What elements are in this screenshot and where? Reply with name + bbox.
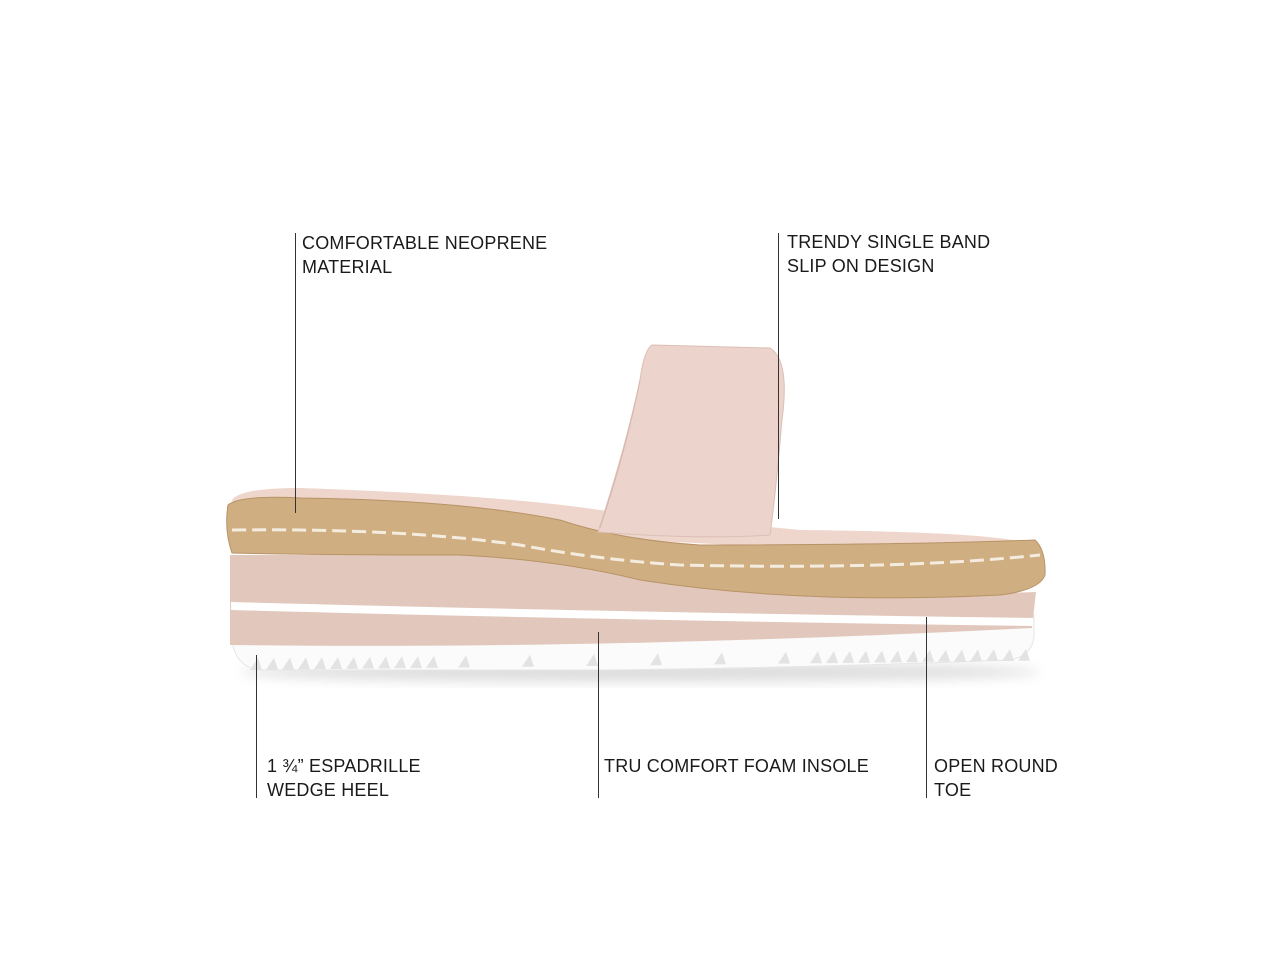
outsole-tooth bbox=[378, 656, 390, 669]
jute-wrap bbox=[226, 496, 1046, 599]
outsole-tooth bbox=[298, 657, 310, 670]
callout-insole: TRU COMFORT FOAM INSOLE bbox=[604, 754, 869, 778]
callout-line: TRENDY SINGLE BAND bbox=[787, 232, 991, 252]
outsole-tooth bbox=[906, 650, 918, 663]
callout-neoprene: COMFORTABLE NEOPRENE MATERIAL bbox=[302, 231, 547, 279]
leader-line-band bbox=[778, 233, 779, 519]
outsole-tooth bbox=[714, 652, 726, 665]
outsole-tooth bbox=[314, 657, 326, 670]
outsole-tooth bbox=[586, 653, 598, 666]
outsole-tooth bbox=[986, 649, 998, 662]
outsole-tooth bbox=[810, 651, 822, 664]
outsole-tooth bbox=[650, 653, 662, 666]
callout-line: SLIP ON DESIGN bbox=[787, 256, 935, 276]
outsole-tooth bbox=[410, 656, 422, 669]
callout-line: MATERIAL bbox=[302, 257, 393, 277]
outsole-tooth bbox=[890, 650, 902, 663]
leader-line-toe bbox=[926, 617, 927, 798]
outsole-tooth bbox=[1018, 648, 1030, 661]
callout-toe: OPEN ROUND TOE bbox=[934, 754, 1058, 802]
outsole-tooth bbox=[394, 656, 406, 669]
outsole-tooth bbox=[922, 649, 934, 662]
outsole-tooth bbox=[362, 656, 374, 669]
outsole-tooth bbox=[282, 657, 294, 670]
upper-band-edge bbox=[599, 379, 641, 529]
outsole-tooth bbox=[1002, 648, 1014, 661]
callout-line: WEDGE HEEL bbox=[267, 780, 390, 800]
callout-line: TRU COMFORT FOAM INSOLE bbox=[604, 756, 869, 776]
outsole-tooth bbox=[938, 649, 950, 662]
callout-heel: 1 ¾” ESPADRILLE WEDGE HEEL bbox=[267, 754, 421, 802]
outsole-tooth bbox=[522, 654, 534, 667]
outsole-teeth bbox=[250, 648, 1030, 670]
callout-line: 1 ¾” ESPADRILLE bbox=[267, 756, 421, 776]
callout-band: TRENDY SINGLE BAND SLIP ON DESIGN bbox=[787, 230, 990, 278]
leader-line-neoprene bbox=[295, 233, 296, 513]
outsole-tooth bbox=[970, 649, 982, 662]
outsole-tooth bbox=[954, 649, 966, 662]
jute-stitching bbox=[231, 528, 1041, 568]
callout-line: COMFORTABLE NEOPRENE bbox=[302, 233, 548, 253]
outsole-tooth bbox=[826, 651, 838, 664]
outsole-tooth bbox=[842, 650, 854, 663]
callout-line: TOE bbox=[934, 780, 972, 800]
midsole-stripe bbox=[231, 602, 1033, 626]
outsole-tooth bbox=[330, 657, 342, 670]
outsole-tooth bbox=[778, 651, 790, 664]
outsole-tooth bbox=[266, 657, 278, 670]
outsole-tooth bbox=[874, 650, 886, 663]
outsole-tooth bbox=[426, 655, 438, 668]
outsole-tooth bbox=[858, 650, 870, 663]
leader-line-insole bbox=[598, 632, 599, 798]
outsole-tooth bbox=[346, 656, 358, 669]
leader-line-heel bbox=[256, 655, 257, 798]
callout-line: OPEN ROUND bbox=[934, 756, 1059, 776]
outsole-tooth bbox=[458, 655, 470, 668]
